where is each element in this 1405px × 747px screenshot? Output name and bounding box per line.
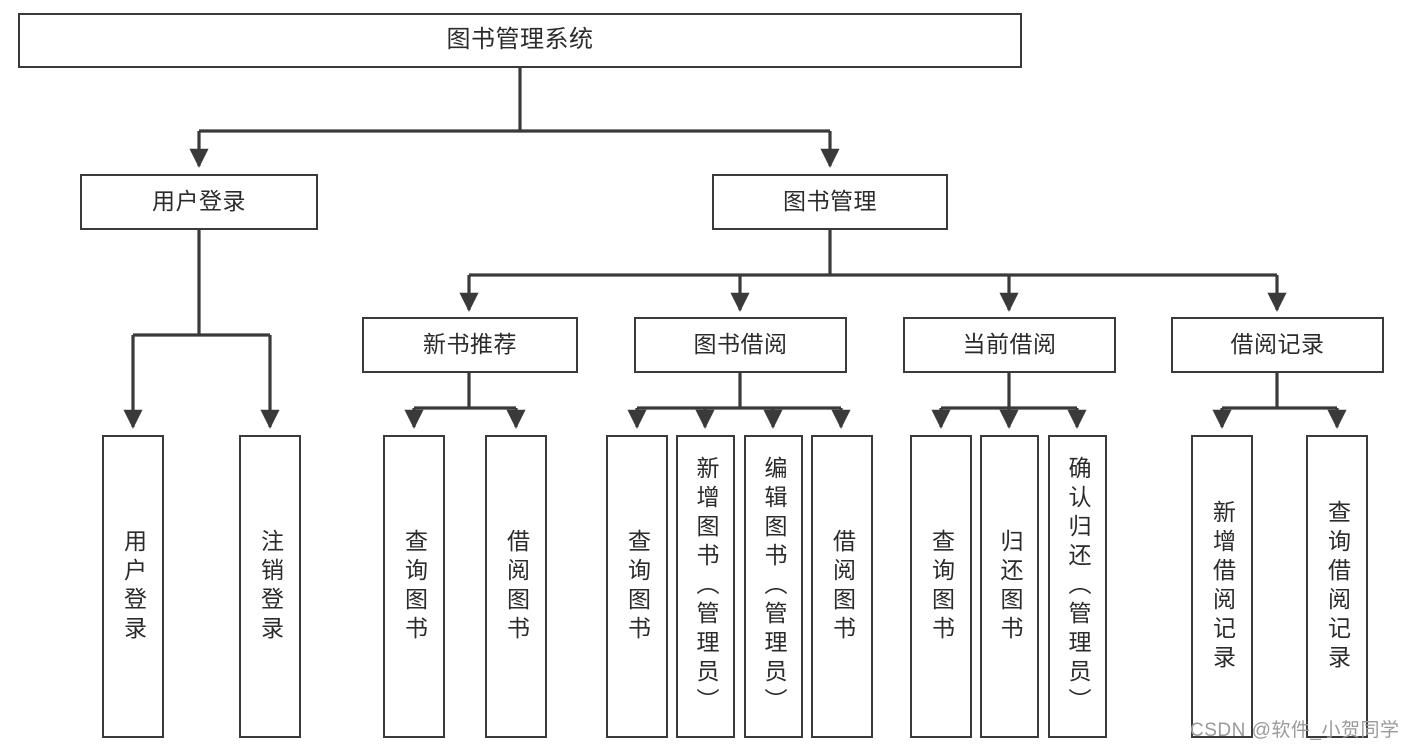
node-leaf-logout-login[interactable]: 注销登录 [239, 435, 301, 738]
node-label: 用户登录 [120, 528, 147, 645]
node-label: 新增图书（管理员） [693, 456, 719, 717]
node-label: 图书管理 [783, 188, 877, 215]
node-leaf-query-book-1[interactable]: 查询图书 [383, 435, 445, 738]
node-label: 查询借阅记录 [1324, 499, 1351, 674]
node-label: 新增借阅记录 [1209, 499, 1236, 674]
node-leaf-edit-book-admin[interactable]: 编辑图书（管理员） [744, 435, 803, 738]
node-leaf-query-borrow-record[interactable]: 查询借阅记录 [1306, 435, 1368, 738]
node-label: 借阅图书 [503, 528, 530, 645]
node-user-login[interactable]: 用户登录 [80, 174, 318, 230]
node-new-book-recommend[interactable]: 新书推荐 [362, 317, 578, 373]
node-label: 借阅图书 [829, 528, 856, 645]
node-label: 确认归还（管理员） [1065, 456, 1091, 717]
node-leaf-add-borrow-record[interactable]: 新增借阅记录 [1191, 435, 1253, 738]
node-leaf-user-login[interactable]: 用户登录 [102, 435, 164, 738]
node-label: 图书借阅 [693, 331, 788, 358]
watermark-text: CSDN @软件_小贺同学 [1190, 720, 1400, 741]
node-label: 用户登录 [152, 188, 246, 215]
node-label: 查询图书 [928, 528, 955, 645]
node-leaf-confirm-return-admin[interactable]: 确认归还（管理员） [1048, 435, 1107, 738]
node-book-management[interactable]: 图书管理 [712, 174, 948, 230]
node-leaf-add-book-admin[interactable]: 新增图书（管理员） [676, 435, 735, 738]
node-label: 编辑图书（管理员） [761, 456, 787, 717]
node-leaf-query-book-3[interactable]: 查询图书 [910, 435, 972, 738]
node-label: 借阅记录 [1230, 331, 1325, 358]
node-label: 查询图书 [401, 528, 428, 645]
node-label: 图书管理系统 [446, 26, 594, 54]
node-label: 当前借阅 [962, 331, 1057, 358]
node-label: 注销登录 [257, 528, 284, 645]
node-leaf-borrow-book-1[interactable]: 借阅图书 [485, 435, 547, 738]
node-borrow-record[interactable]: 借阅记录 [1171, 317, 1384, 373]
node-book-borrow[interactable]: 图书借阅 [634, 317, 847, 373]
node-current-borrow[interactable]: 当前借阅 [903, 317, 1116, 373]
node-leaf-borrow-book-2[interactable]: 借阅图书 [811, 435, 873, 738]
node-root-system[interactable]: 图书管理系统 [18, 13, 1022, 68]
node-label: 归还图书 [997, 528, 1023, 645]
node-label: 新书推荐 [423, 331, 517, 358]
node-leaf-return-book[interactable]: 归还图书 [980, 435, 1039, 738]
node-label: 查询图书 [624, 528, 651, 645]
node-leaf-query-book-2[interactable]: 查询图书 [606, 435, 668, 738]
